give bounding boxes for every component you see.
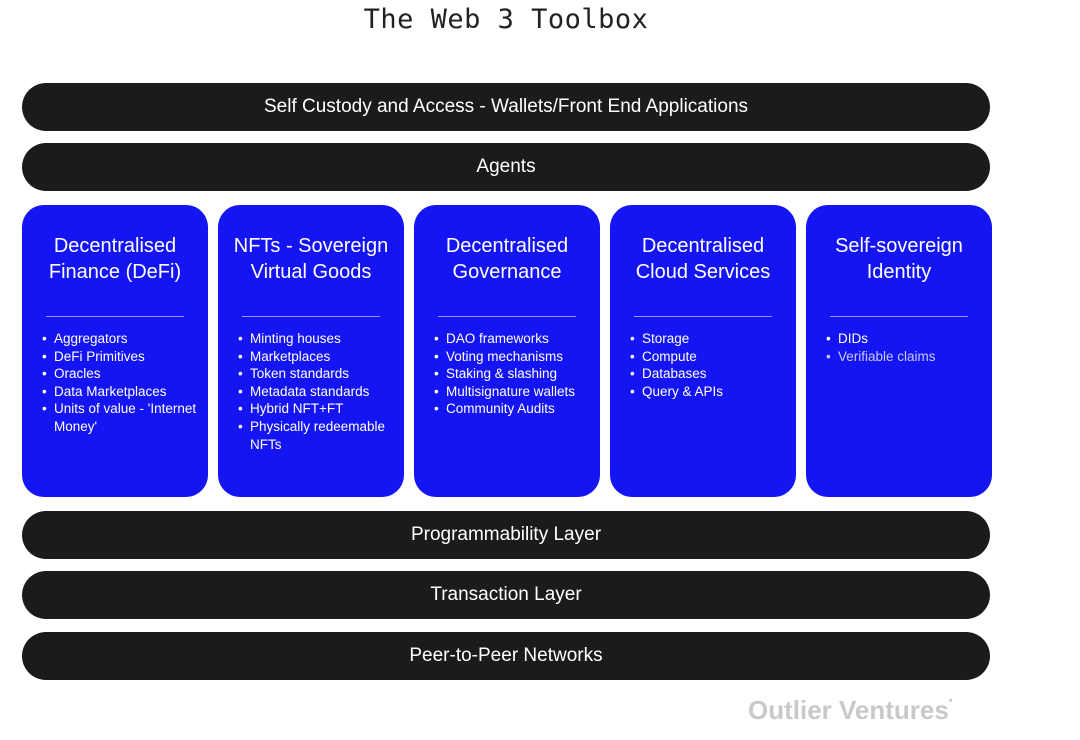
card-title: Decentralised Cloud Services <box>635 235 771 283</box>
list-item: DAO frameworks <box>434 330 594 348</box>
diagram-title: The Web 3 Toolbox <box>363 4 649 35</box>
card-list: Storage Compute Databases Query & APIs <box>630 330 790 400</box>
layer-agents: Agents <box>22 143 990 191</box>
card-governance: Decentralised Governance DAO frameworks … <box>414 205 600 497</box>
card-list: DIDs Verifiable claims <box>826 330 986 365</box>
card-cloud: Decentralised Cloud Services Storage Com… <box>610 205 796 497</box>
divider <box>634 316 772 317</box>
list-item: DeFi Primitives <box>42 348 202 366</box>
list-item: Verifiable claims <box>826 348 986 366</box>
list-item: Minting houses <box>238 330 398 348</box>
card-identity: Self-sovereign Identity DIDs Verifiable … <box>806 205 992 497</box>
list-item: Aggregators <box>42 330 202 348</box>
card-list: Aggregators DeFi Primitives Oracles Data… <box>42 330 202 436</box>
divider <box>242 316 380 317</box>
list-item: Metadata standards <box>238 383 398 401</box>
divider <box>46 316 184 317</box>
list-item: Voting mechanisms <box>434 348 594 366</box>
layer-p2p: Peer-to-Peer Networks <box>22 632 990 680</box>
list-item: Storage <box>630 330 790 348</box>
list-item: Token standards <box>238 365 398 383</box>
list-item: Databases <box>630 365 790 383</box>
list-item: Multisignature wallets <box>434 383 594 401</box>
card-title: Self-sovereign Identity <box>835 235 963 283</box>
list-item: Marketplaces <box>238 348 398 366</box>
list-item: Hybrid NFT+FT <box>238 400 398 418</box>
brand-name: Outlier Ventures <box>748 695 949 725</box>
list-item: Data Marketplaces <box>42 383 202 401</box>
list-item: Community Audits <box>434 400 594 418</box>
card-title: NFTs - Sovereign Virtual Goods <box>233 235 389 283</box>
layer-programmability: Programmability Layer <box>22 511 990 559</box>
list-item: Units of value - 'Internet Money' <box>42 400 202 435</box>
card-title: Decentralised Finance (DeFi) <box>48 235 182 283</box>
card-list: Minting houses Marketplaces Token standa… <box>238 330 398 453</box>
card-title: Decentralised Governance <box>445 235 569 283</box>
category-columns: Decentralised Finance (DeFi) Aggregators… <box>22 205 992 497</box>
layer-self-custody: Self Custody and Access - Wallets/Front … <box>22 83 990 131</box>
card-defi: Decentralised Finance (DeFi) Aggregators… <box>22 205 208 497</box>
brand-mark: • <box>948 695 953 707</box>
list-item: Oracles <box>42 365 202 383</box>
layer-transaction: Transaction Layer <box>22 571 990 619</box>
card-list: DAO frameworks Voting mechanisms Staking… <box>434 330 594 418</box>
list-item: DIDs <box>826 330 986 348</box>
list-item: Compute <box>630 348 790 366</box>
list-item: Physically redeemable NFTs <box>238 418 398 453</box>
list-item: Query & APIs <box>630 383 790 401</box>
divider <box>830 316 968 317</box>
brand-logo: Outlier Ventures• <box>748 694 988 726</box>
list-item: Staking & slashing <box>434 365 594 383</box>
card-nfts: NFTs - Sovereign Virtual Goods Minting h… <box>218 205 404 497</box>
divider <box>438 316 576 317</box>
